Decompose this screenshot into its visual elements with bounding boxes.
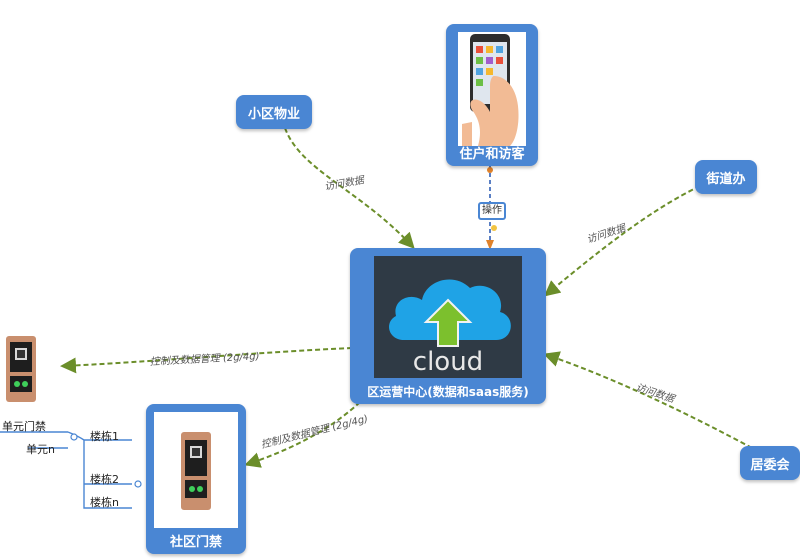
- left-gate-device: [6, 336, 36, 402]
- label-property-access: 访问数据: [323, 174, 366, 193]
- cloud-text: cloud: [413, 347, 483, 377]
- label-gate-control: 控制及数据管理 (2g/4g): [260, 413, 369, 451]
- node-residents-label: 住户和访客: [459, 147, 525, 162]
- label-street-access: 访问数据: [585, 221, 629, 245]
- node-committee[interactable]: 居委会: [740, 446, 800, 480]
- node-center[interactable]: cloud 区运营中心(数据和saas服务): [350, 248, 546, 404]
- node-property-label: 小区物业: [247, 106, 300, 122]
- edge-center-left: [60, 347, 353, 374]
- tree-unit-n[interactable]: 单元n: [26, 443, 55, 456]
- edge-street-center: [543, 185, 701, 297]
- node-gate[interactable]: 社区门禁: [146, 404, 246, 554]
- tree-building-n[interactable]: 楼栋n: [90, 496, 119, 509]
- label-committee-access: 访问数据: [634, 381, 678, 405]
- cloud-upload-icon: cloud: [389, 279, 511, 377]
- phone-hand-illustration: [462, 34, 519, 146]
- tree-building-2[interactable]: 楼栋2: [90, 473, 119, 486]
- access-control-device-icon: [181, 432, 211, 510]
- node-residents[interactable]: 住户和访客: [446, 24, 538, 166]
- tree-unit-gate[interactable]: 单元门禁: [2, 420, 46, 433]
- edge-property-center: [284, 127, 415, 249]
- tree-node-dot-right: [134, 480, 142, 488]
- node-street[interactable]: 街道办: [695, 160, 757, 194]
- node-street-label: 街道办: [706, 171, 746, 187]
- label-left-control: 控制及数据管理 (2g/4g): [150, 350, 260, 368]
- operate-tag: 操作: [478, 202, 506, 220]
- connector-dot-top: [487, 167, 493, 173]
- connector-arrowhead: [486, 240, 494, 250]
- node-committee-label: 居委会: [750, 457, 790, 473]
- connector-dot-middle: [491, 225, 497, 231]
- node-center-label: 区运营中心(数据和saas服务): [367, 385, 529, 399]
- tree-node-dot: [70, 433, 78, 441]
- access-device-icon: [6, 336, 36, 402]
- edge-committee-center: [543, 351, 753, 449]
- edge-center-gate: [244, 401, 361, 468]
- tree-building-1[interactable]: 楼栋1: [90, 430, 119, 443]
- node-property[interactable]: 小区物业: [236, 95, 312, 129]
- node-gate-label: 社区门禁: [169, 535, 222, 550]
